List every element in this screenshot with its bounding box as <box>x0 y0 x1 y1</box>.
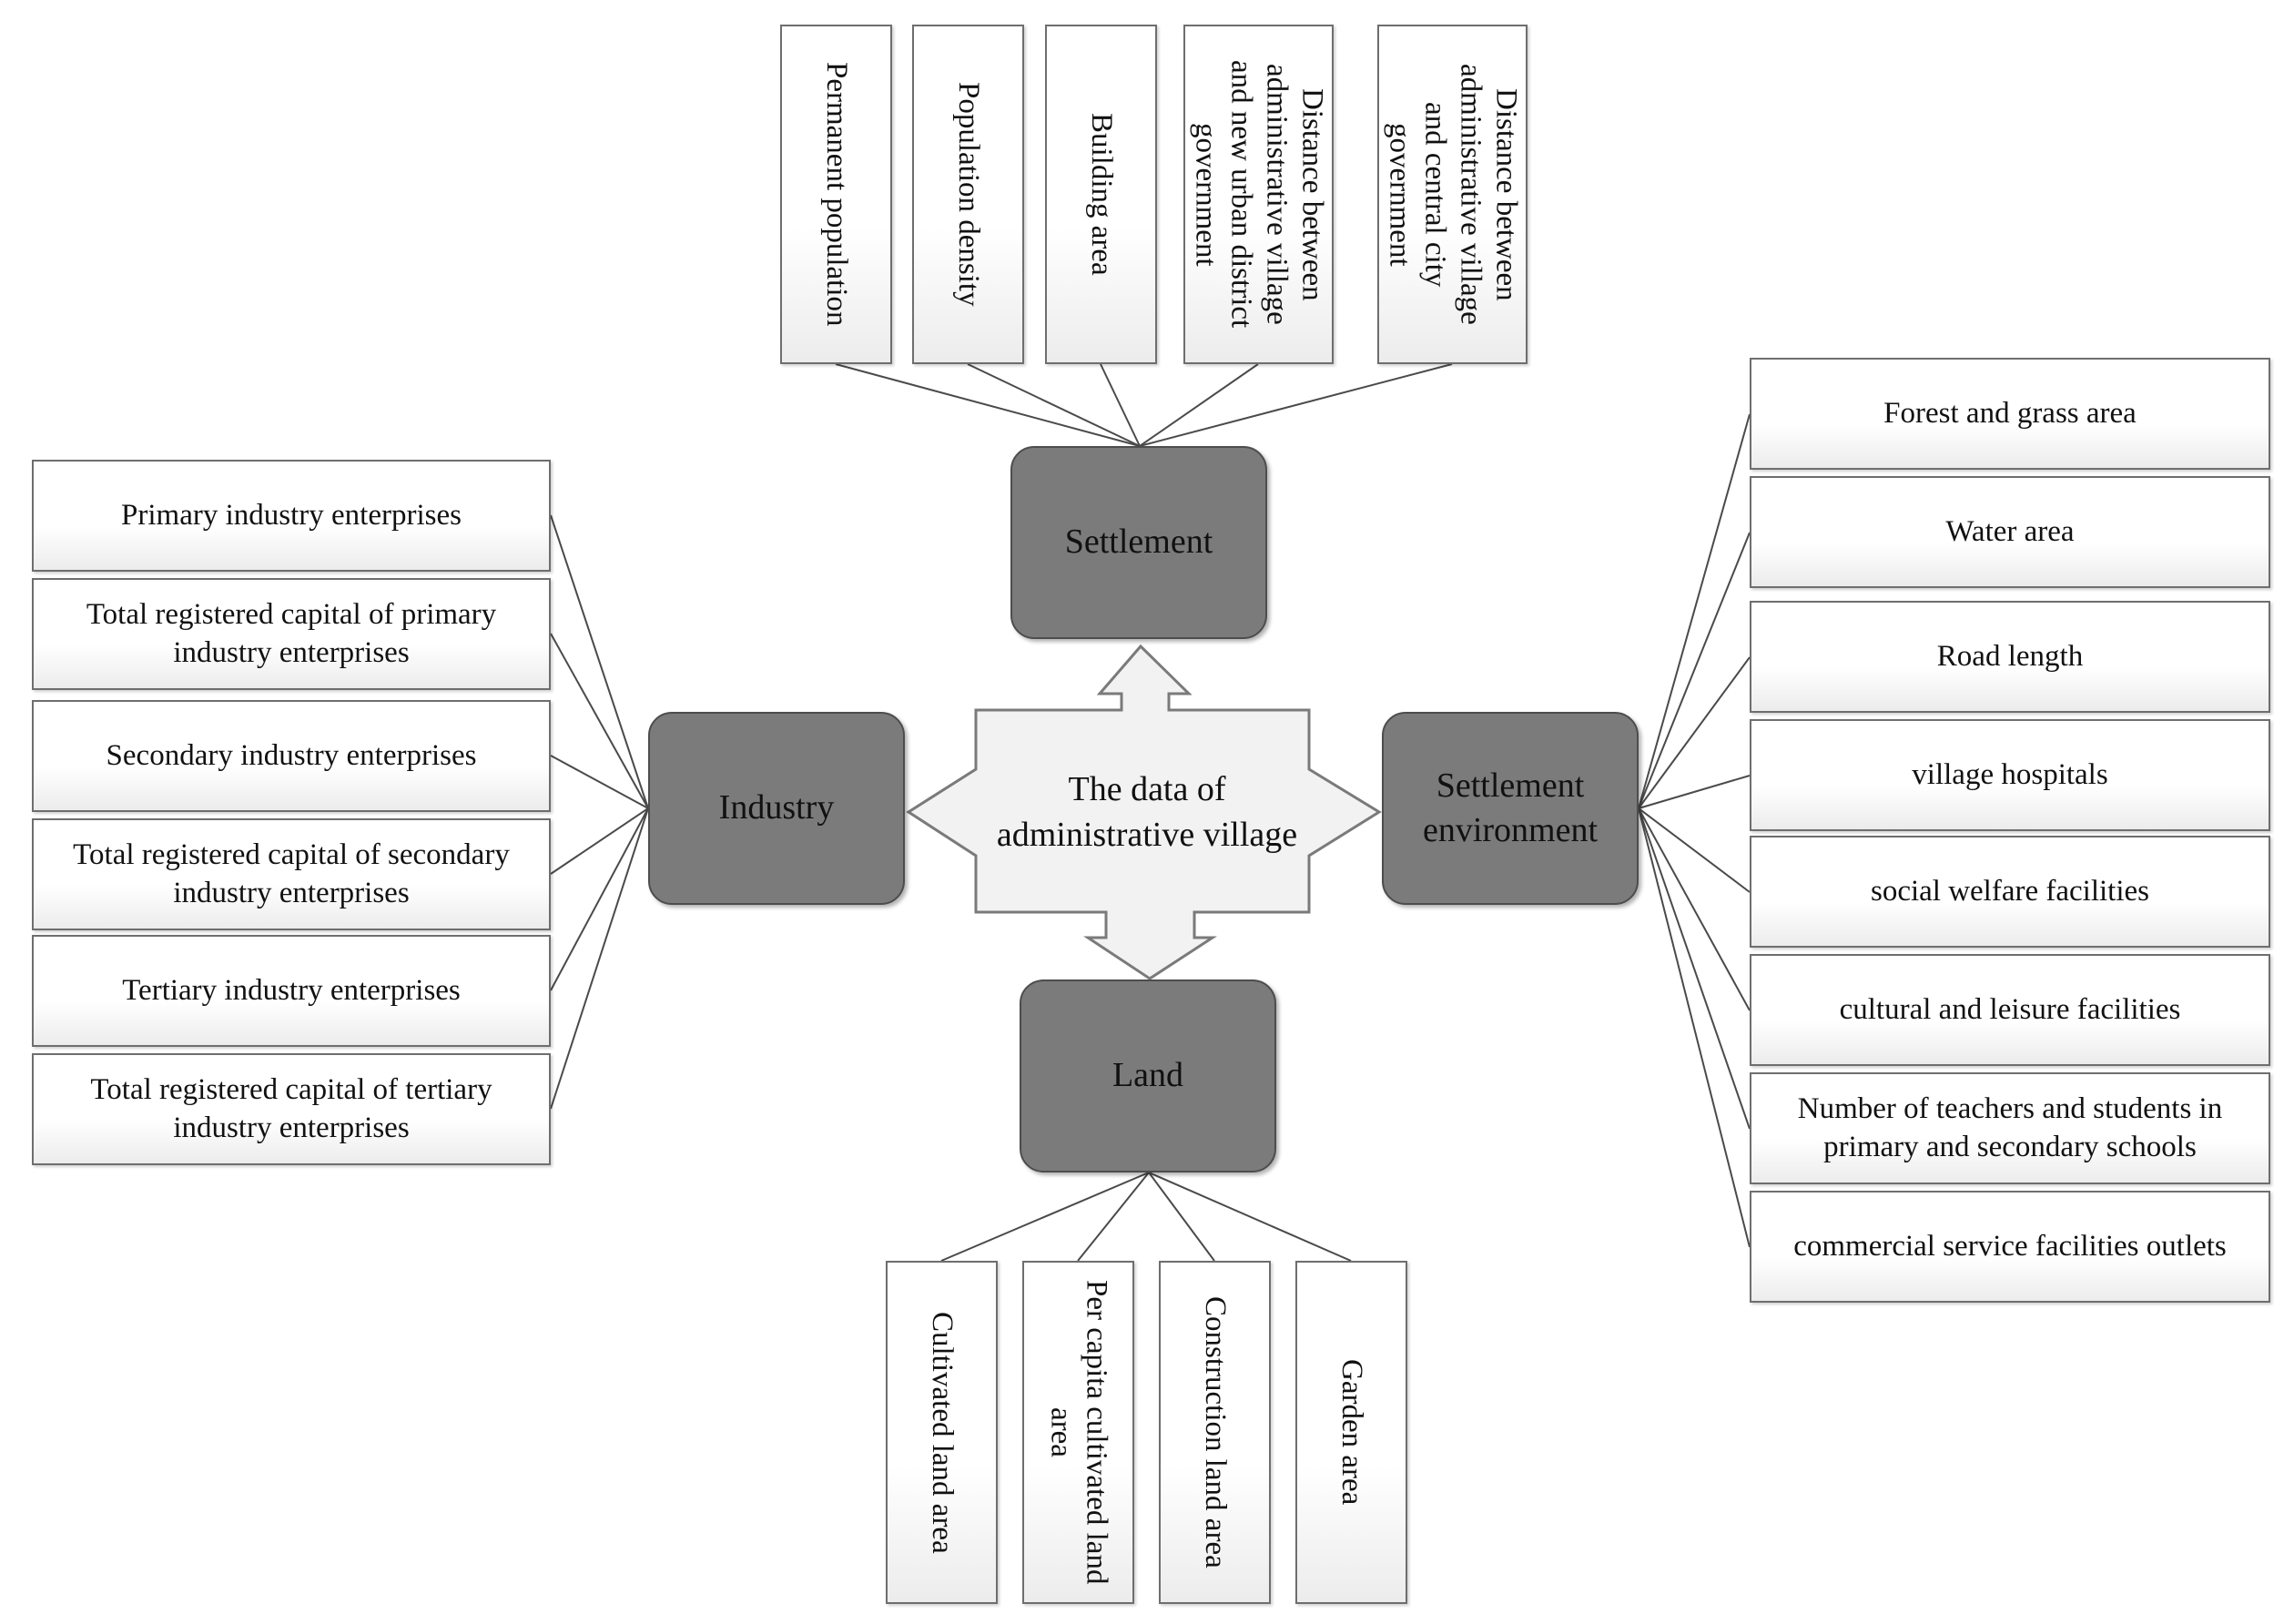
center-title: The data of administrative village <box>996 770 1298 854</box>
leaf-teachers-students: Number of teachers and students in prima… <box>1750 1072 2270 1184</box>
leaf-water-area: Water area <box>1750 476 2270 588</box>
connector-settlement <box>835 363 1141 447</box>
leaf-label: Water area <box>1945 514 2075 548</box>
connector-land <box>1148 1172 1352 1262</box>
category-industry: Industry <box>648 712 905 905</box>
leaf-building-area: Building area <box>1045 25 1157 364</box>
connector-environment <box>1638 532 1751 809</box>
connector-settlement <box>1100 363 1141 447</box>
leaf-label: Primary industry enterprises <box>121 498 462 532</box>
leaf-label: Forest and grass area <box>1883 396 2137 430</box>
category-land: Land <box>1020 979 1276 1172</box>
leaf-tertiary-industry-enterprises: Tertiary industry enterprises <box>32 935 551 1047</box>
leaf-label: Garden area <box>1335 1359 1368 1506</box>
leaf-primary-industry-capital: Total registered capital of primary indu… <box>32 578 551 690</box>
leaf-forest-grass-area: Forest and grass area <box>1750 358 2270 470</box>
connector-environment <box>1638 775 1751 809</box>
leaf-tertiary-industry-capital: Total registered capital of tertiary ind… <box>32 1053 551 1165</box>
leaf-label: commercial service facilities outlets <box>1793 1229 2227 1263</box>
leaf-label: Total registered capital of primary indu… <box>86 598 497 669</box>
connector-industry <box>550 807 649 991</box>
leaf-distance-new-urban-district: Distance between administrative village … <box>1183 25 1334 364</box>
connector-settlement <box>1139 363 1259 447</box>
leaf-road-length: Road length <box>1750 601 2270 713</box>
leaf-label: Population density <box>951 82 985 307</box>
leaf-garden-area: Garden area <box>1295 1261 1407 1604</box>
connector-environment <box>1638 807 1751 893</box>
leaf-label: cultural and leisure facilities <box>1839 992 2181 1026</box>
leaf-label: Cultivated land area <box>925 1311 959 1554</box>
leaf-label: Distance between administrative village … <box>1189 60 1329 329</box>
leaf-social-welfare-facilities: social welfare facilities <box>1750 836 2270 948</box>
leaf-label: Number of teachers and students in prima… <box>1797 1092 2223 1163</box>
connector-settlement <box>1139 363 1453 447</box>
connector-environment <box>1638 807 1751 1248</box>
center-four-way-arrow <box>906 644 1382 980</box>
connector-industry <box>550 807 649 1110</box>
leaf-cultivated-land-area: Cultivated land area <box>886 1261 998 1604</box>
connector-industry <box>550 755 649 809</box>
connector-industry <box>550 514 649 809</box>
connector-industry <box>550 807 649 875</box>
leaf-label: Road length <box>1936 639 2084 673</box>
leaf-label: village hospitals <box>1912 757 2108 791</box>
leaf-label: social welfare facilities <box>1870 874 2149 908</box>
leaf-label: Total registered capital of secondary in… <box>73 838 510 909</box>
connector-environment <box>1638 413 1751 809</box>
tree-lines <box>550 363 1751 1262</box>
leaf-label: Secondary industry enterprises <box>106 738 477 772</box>
leaf-label: Total registered capital of tertiary ind… <box>90 1073 492 1144</box>
leaf-per-capita-cultivated-land: Per capita cultivated land area <box>1022 1261 1134 1604</box>
connector-land <box>1148 1172 1215 1262</box>
leaf-permanent-population: Permanent population <box>780 25 892 364</box>
leaf-label: Building area <box>1084 113 1118 276</box>
connector-environment <box>1638 656 1751 809</box>
leaf-cultural-leisure-facilities: cultural and leisure facilities <box>1750 954 2270 1066</box>
leaf-label: Construction land area <box>1198 1296 1232 1568</box>
leaf-commercial-service-outlets: commercial service facilities outlets <box>1750 1191 2270 1303</box>
category-settlement: Settlement <box>1010 446 1267 639</box>
connector-land <box>940 1172 1150 1262</box>
leaf-secondary-industry-capital: Total registered capital of secondary in… <box>32 818 551 930</box>
leaf-construction-land-area: Construction land area <box>1159 1261 1271 1604</box>
leaf-secondary-industry-enterprises: Secondary industry enterprises <box>32 700 551 812</box>
leaf-primary-industry-enterprises: Primary industry enterprises <box>32 460 551 572</box>
leaf-village-hospitals: village hospitals <box>1750 719 2270 831</box>
connector-settlement <box>967 363 1141 447</box>
leaf-distance-central-city: Distance between administrative village … <box>1377 25 1528 364</box>
leaf-label: Per capita cultivated land area <box>1044 1280 1113 1585</box>
leaf-label: Distance between administrative village … <box>1383 64 1523 325</box>
leaf-label: Permanent population <box>819 62 853 327</box>
connector-environment <box>1638 807 1751 1130</box>
connector-land <box>1077 1172 1150 1262</box>
leaf-label: Tertiary industry enterprises <box>122 973 461 1007</box>
connector-environment <box>1638 807 1751 1011</box>
connector-industry <box>550 633 649 809</box>
category-settlement-environment: Settlement environment <box>1382 712 1639 905</box>
leaf-population-density: Population density <box>912 25 1024 364</box>
